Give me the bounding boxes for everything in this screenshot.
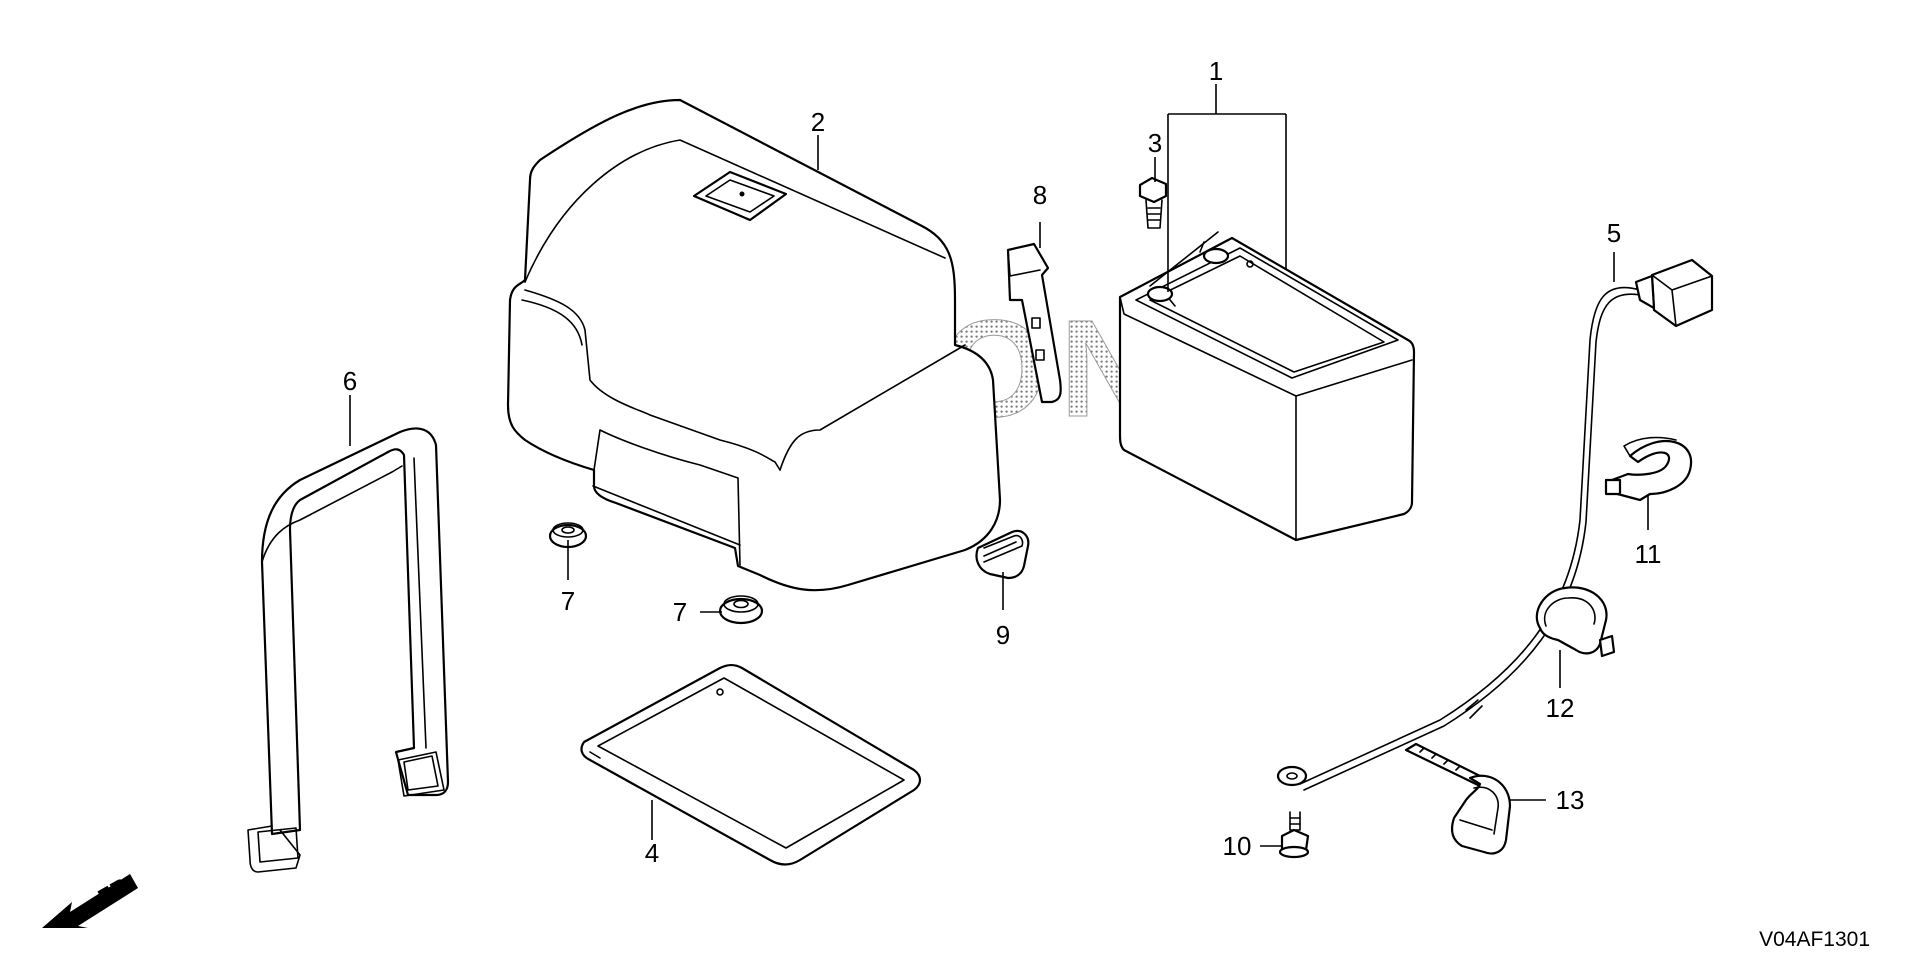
harness-clip[interactable] xyxy=(1404,742,1512,855)
callout-7b[interactable]: 7 xyxy=(673,597,687,627)
callout-2[interactable]: 2 xyxy=(811,107,825,137)
callout-11[interactable]: 11 xyxy=(1635,539,1662,569)
callout-13[interactable]: 13 xyxy=(1556,785,1585,815)
battery-band[interactable] xyxy=(247,427,450,873)
cable-band[interactable] xyxy=(1604,436,1693,502)
grommet-oval[interactable] xyxy=(975,529,1030,580)
cover-window xyxy=(692,170,788,222)
callouts: 1 2 3 4 5 6 7 7 8 9 10 11 12 13 xyxy=(343,56,1662,868)
battery-tray[interactable] xyxy=(580,663,922,866)
flange-bolt[interactable] xyxy=(1278,811,1310,859)
clamp[interactable] xyxy=(1535,586,1616,658)
callout-9[interactable]: 9 xyxy=(996,620,1010,650)
bolt-3[interactable] xyxy=(1138,176,1168,229)
drawing-code: V04AF1301 xyxy=(1759,928,1870,951)
arrow-icon xyxy=(42,874,138,928)
callout-12[interactable]: 12 xyxy=(1546,693,1575,723)
leader-lines xyxy=(349,84,1649,847)
battery[interactable] xyxy=(1118,231,1416,542)
grommet-7a[interactable] xyxy=(548,522,588,549)
callout-8[interactable]: 8 xyxy=(1033,180,1047,210)
callout-7a[interactable]: 7 xyxy=(561,586,575,616)
callout-4[interactable]: 4 xyxy=(645,838,659,868)
battery-cover[interactable] xyxy=(506,98,1002,592)
callout-1[interactable]: 1 xyxy=(1209,56,1223,86)
ground-cable[interactable] xyxy=(1276,258,1714,791)
stay[interactable] xyxy=(1006,242,1062,404)
callout-3[interactable]: 3 xyxy=(1148,128,1162,158)
callout-10[interactable]: 10 xyxy=(1223,831,1252,861)
grommet-7b[interactable] xyxy=(718,595,764,625)
front-direction-arrow: FR. xyxy=(42,869,139,928)
callout-6[interactable]: 6 xyxy=(343,366,357,396)
callout-5[interactable]: 5 xyxy=(1607,218,1621,248)
